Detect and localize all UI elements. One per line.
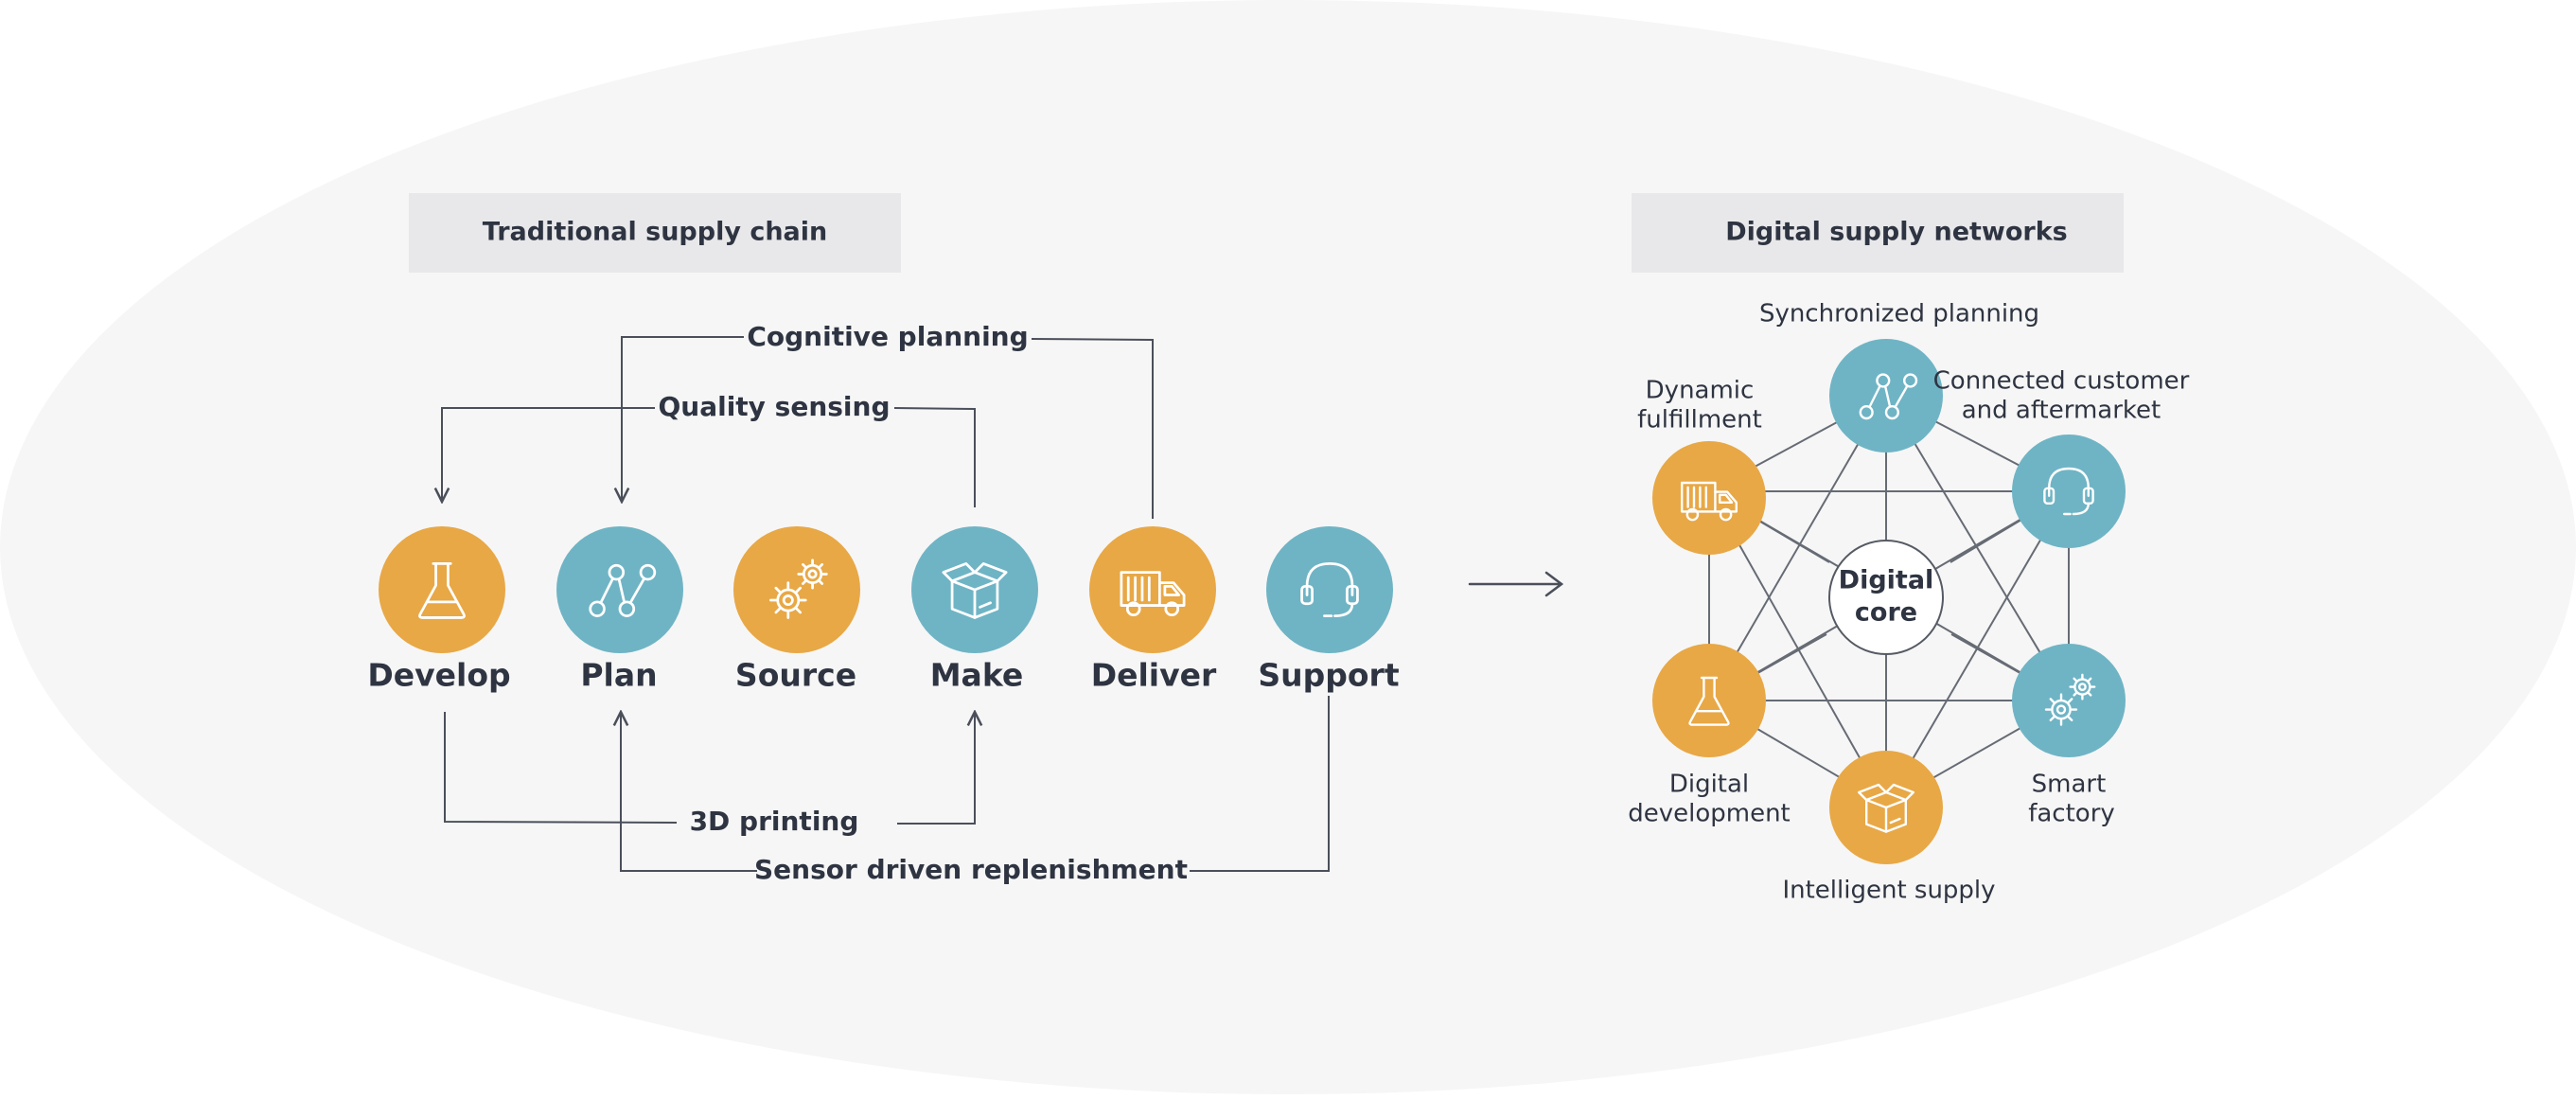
stage-make: Make: [911, 526, 1038, 694]
connected-customer-label-line2: and aftermarket: [1962, 397, 2161, 425]
3d-printing-label: 3D printing: [690, 806, 859, 837]
digital-development-circle: [1652, 644, 1766, 757]
intelligent-supply-label: Intelligent supply: [1782, 877, 1995, 905]
digital-core-line1: Digital: [1839, 566, 1934, 595]
3d-printing-connector-from-develop: [444, 712, 678, 824]
right-arrow-icon: [1468, 571, 1564, 597]
node-smart-factory: Smart factory: [2012, 644, 2126, 828]
digital-header: Digital supply networks: [1725, 218, 2068, 247]
dynamic-fulfillment-label-line1: Dynamic: [1646, 377, 1755, 405]
digital-development-label-line1: Digital: [1669, 771, 1749, 799]
flow-connectors: [442, 336, 1330, 872]
support-circle: [1266, 526, 1393, 653]
cognitive-planning-label: Cognitive planning: [747, 321, 1028, 352]
synchronized-planning-circle: [1829, 339, 1943, 452]
develop-label: Develop: [367, 657, 510, 694]
node-synchronized-planning: Synchronized planning: [1759, 300, 2039, 452]
smart-factory-label-line1: Smart: [2032, 771, 2107, 799]
make-label: Make: [930, 657, 1024, 694]
node-connected-customer: Connected customer and aftermarket: [1933, 367, 2190, 548]
stage-develop: Develop: [367, 526, 511, 694]
dynamic-fulfillment-label-line2: fulfillment: [1637, 406, 1762, 435]
deliver-label: Deliver: [1091, 657, 1217, 694]
node-digital-development: Digital development: [1628, 644, 1791, 828]
stage-source: Source: [733, 526, 860, 694]
plan-label: Plan: [580, 657, 657, 694]
sensor-replenishment-label: Sensor driven replenishment: [754, 854, 1188, 885]
stage-plan: Plan: [556, 526, 683, 694]
node-dynamic-fulfillment: Dynamic fulfillment: [1637, 377, 1766, 555]
support-label: Support: [1258, 657, 1399, 694]
cognitive-planning-connector: [1031, 338, 1154, 519]
stage-support: Support: [1258, 526, 1400, 694]
digital-core-line2: core: [1855, 598, 1917, 628]
quality-sensing-connector-to-develop: [442, 407, 655, 502]
digital-development-label-line2: development: [1628, 800, 1791, 828]
source-label: Source: [735, 657, 856, 694]
quality-sensing-connector: [893, 407, 976, 507]
digital-core-circle: [1828, 540, 1944, 655]
smart-factory-label-line2: factory: [2028, 800, 2115, 828]
traditional-supply-chain-section: Traditional supply chain Cognitive plann…: [367, 193, 1400, 885]
traditional-header-box: [409, 193, 901, 273]
sensor-replenishment-connector-to-plan: [621, 712, 757, 872]
cognitive-planning-connector-to-plan: [622, 336, 744, 502]
quality-sensing-label: Quality sensing: [658, 391, 890, 422]
deliver-circle: [1089, 526, 1216, 653]
3d-printing-connector-to-make: [897, 712, 975, 825]
digital-supply-networks-section: Digital supply networks Digital core Syn…: [1628, 193, 2190, 905]
sensor-replenishment-connector-from-support: [1190, 696, 1330, 872]
develop-circle: [379, 526, 505, 653]
stage-deliver: Deliver: [1089, 526, 1217, 694]
traditional-header: Traditional supply chain: [483, 218, 828, 247]
connected-customer-label-line1: Connected customer: [1933, 367, 2190, 396]
connected-customer-circle: [2012, 435, 2126, 548]
dynamic-fulfillment-circle: [1652, 441, 1766, 555]
synchronized-planning-label: Synchronized planning: [1759, 300, 2039, 328]
digital-header-box: [1632, 193, 2124, 273]
plan-circle: [556, 526, 683, 653]
node-intelligent-supply: Intelligent supply: [1782, 751, 1996, 905]
